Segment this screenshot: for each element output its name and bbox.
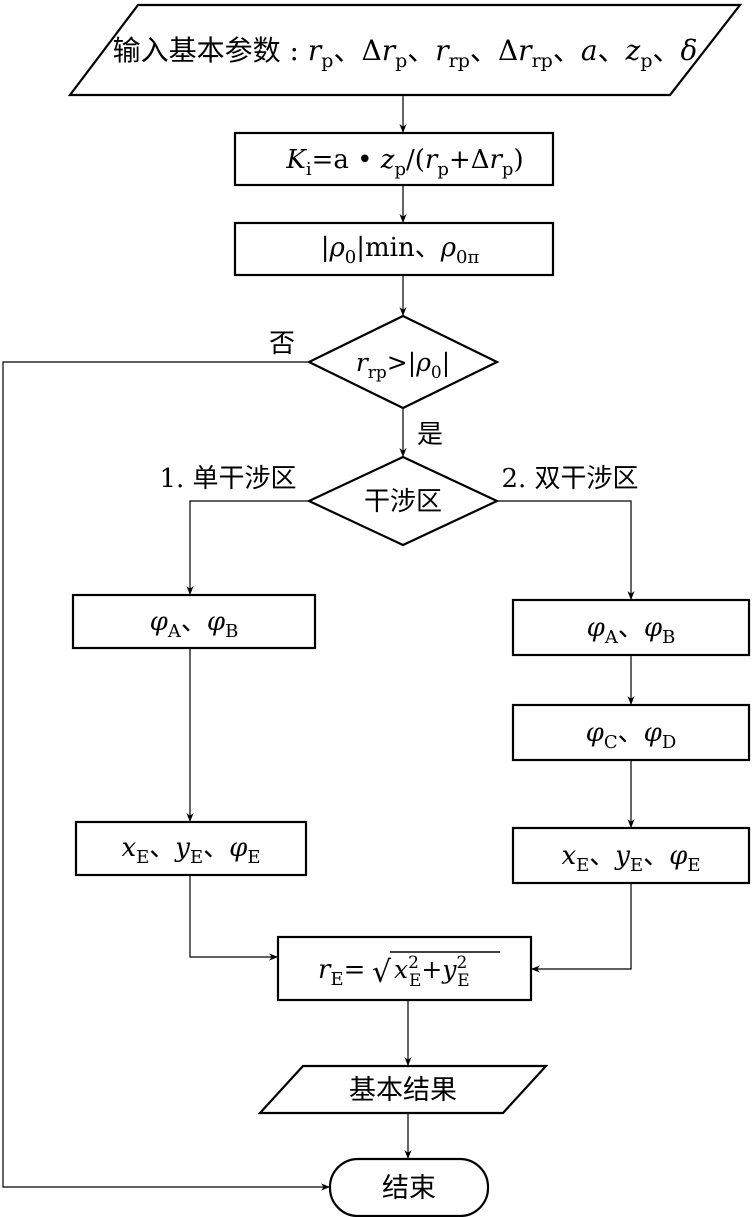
edge-branch-left bbox=[186, 500, 309, 595]
output-label: 基本结果 bbox=[349, 1075, 457, 1106]
phicd-right-label: φC、φD bbox=[586, 718, 677, 753]
output-parallelogram bbox=[257, 1064, 549, 1115]
branch-left-label: 1. 单干涉区 bbox=[159, 464, 296, 494]
branch-diamond bbox=[306, 455, 500, 547]
edge-no-to-end bbox=[2, 361, 330, 1191]
edge-branch-right bbox=[497, 500, 635, 600]
rho-box bbox=[233, 221, 555, 277]
phicd-right-box bbox=[511, 703, 751, 762]
yes-label: 是 bbox=[417, 420, 443, 450]
end-label: 结束 bbox=[382, 1173, 436, 1204]
phiab-left-box bbox=[71, 593, 317, 650]
input-parallelogram bbox=[67, 3, 743, 97]
edge-right-xe-re bbox=[531, 883, 632, 973]
sqrt-symbol: √ bbox=[372, 955, 392, 990]
re-label-lhs: rE= bbox=[318, 955, 365, 990]
input-label: 输入基本参数 : rp、Δrp、rrp、Δrrp、a、zp、δ bbox=[113, 34, 698, 72]
branch-right-label: 2. 双干涉区 bbox=[501, 464, 638, 494]
xe-right-label: xE、yE、φE bbox=[561, 841, 700, 876]
ki-label: Ki=a • zp/(rp+Δrp) bbox=[285, 145, 523, 180]
phiab-right-label: φA、φB bbox=[587, 613, 676, 648]
branch-label: 干涉区 bbox=[364, 487, 442, 517]
xe-left-label: xE、yE、φE bbox=[121, 833, 260, 868]
xe-left-box bbox=[74, 820, 308, 877]
decision-label: rrp>|ρ0| bbox=[356, 348, 450, 383]
edge-left-xe-re bbox=[189, 875, 278, 961]
ki-box bbox=[233, 131, 555, 187]
phiab-left-label: φA、φB bbox=[150, 607, 239, 642]
rho-label: |ρ0|min、ρ0π bbox=[321, 233, 480, 268]
no-label: 否 bbox=[269, 329, 295, 359]
re-box bbox=[276, 935, 533, 1002]
